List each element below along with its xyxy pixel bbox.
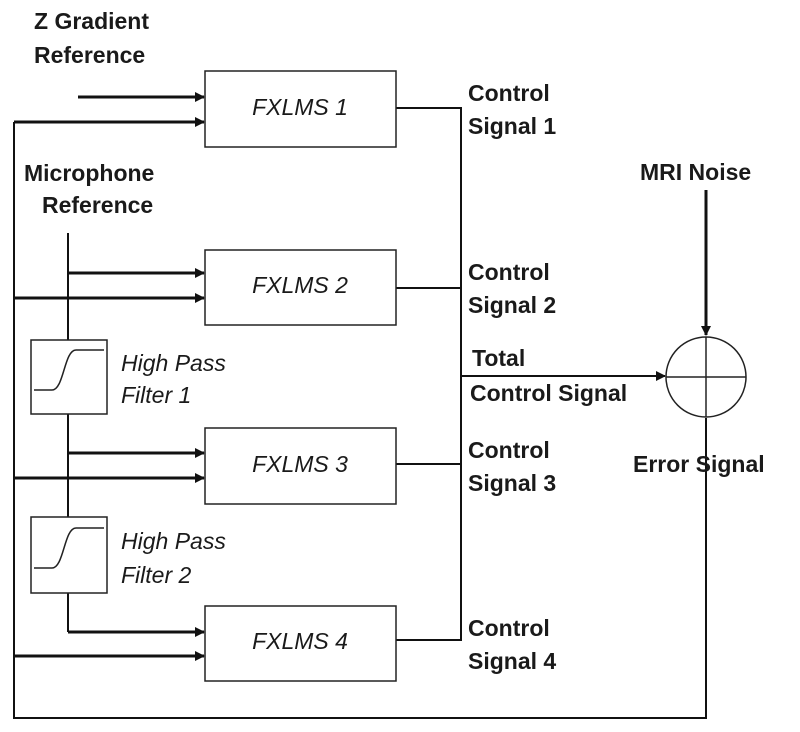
high-pass-filter-2: High Pass Filter 2 <box>30 516 226 594</box>
hpf-1-line2: Filter 1 <box>121 382 191 408</box>
summing-junction <box>665 336 747 418</box>
hpf-2-line2: Filter 2 <box>121 562 192 588</box>
fxlms-2-label: FXLMS 2 <box>252 272 348 298</box>
filter-2-curve <box>34 527 104 569</box>
total-label-line2: Control Signal <box>470 380 627 406</box>
control-signal-4-line2: Signal 4 <box>468 648 556 674</box>
error-feedback-loop <box>13 122 707 719</box>
hpf-1-line1: High Pass <box>121 350 226 376</box>
fxlms-block-1: FXLMS 1 <box>204 70 397 148</box>
filter-1-curve <box>34 349 104 391</box>
error-signal-label: Error Signal <box>633 451 765 477</box>
fxlms-3-label: FXLMS 3 <box>252 451 348 477</box>
control-signal-3-line2: Signal 3 <box>468 470 556 496</box>
control-signal-3-line1: Control <box>468 437 550 463</box>
control-bus <box>396 107 462 641</box>
fxlms-4-label: FXLMS 4 <box>252 628 348 654</box>
fxlms-block-4: FXLMS 4 <box>204 605 397 682</box>
fxlms-block-3: FXLMS 3 <box>204 427 397 505</box>
mri-noise-label: MRI Noise <box>640 159 751 185</box>
total-label-line1: Total <box>472 345 525 371</box>
z-gradient-label-line2: Reference <box>34 42 145 68</box>
hpf-2-line1: High Pass <box>121 528 226 554</box>
control-signal-1-line2: Signal 1 <box>468 113 556 139</box>
control-signal-2-line1: Control <box>468 259 550 285</box>
z-gradient-label-line1: Z Gradient <box>34 8 149 34</box>
fxlms-1-label: FXLMS 1 <box>252 94 348 120</box>
microphone-label-line1: Microphone <box>24 160 154 186</box>
control-signal-1-line1: Control <box>468 80 550 106</box>
fxlms-block-2: FXLMS 2 <box>204 249 397 326</box>
control-signal-2-line2: Signal 2 <box>468 292 556 318</box>
microphone-label-line2: Reference <box>42 192 153 218</box>
high-pass-filter-1: High Pass Filter 1 <box>30 339 226 415</box>
control-signal-4-line1: Control <box>468 615 550 641</box>
